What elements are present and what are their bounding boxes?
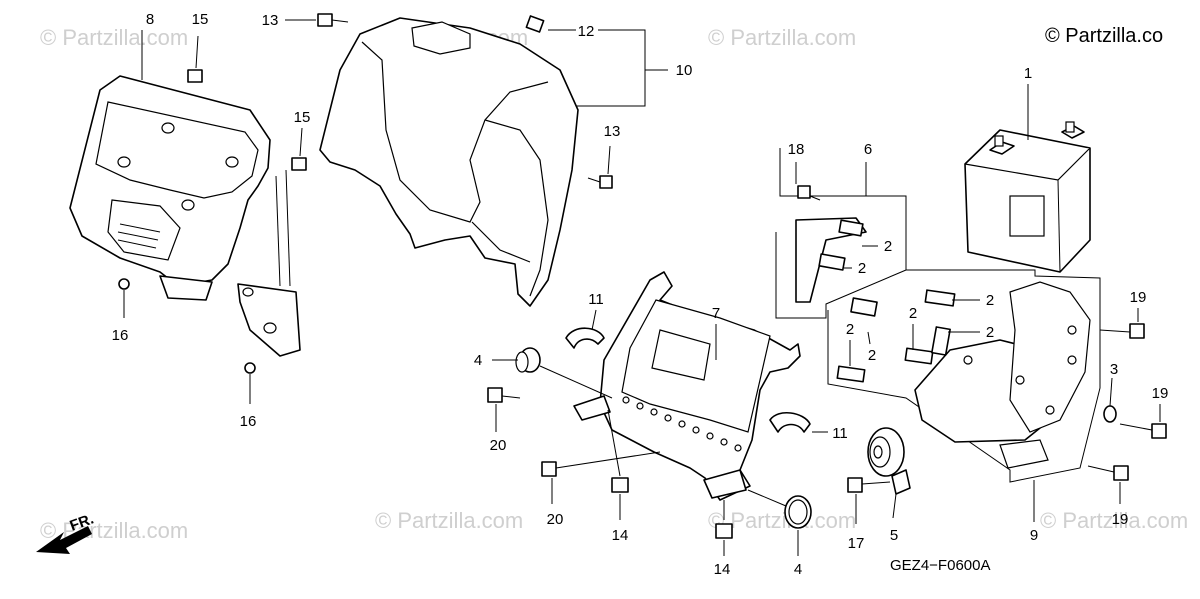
horn-5 [867,427,911,519]
callout-5: 5 [890,527,898,544]
clip-15-side [275,127,307,287]
battery [964,121,1091,273]
nut-14-left [607,409,629,520]
bolt-13-side [587,145,613,189]
copyright-text: © Partzilla.co [1045,25,1163,47]
callout-11: 11 [588,291,604,308]
drawing-code: GEZ4−F0600A [890,557,990,574]
watermark-text: © Partzilla.com [40,25,188,50]
callout-2g: 2 [868,347,876,364]
callout-19b: 19 [1152,385,1169,402]
grommet-4-lower [747,489,812,556]
watermark-text: © Partzilla.com [1040,508,1188,533]
callout-13b: 13 [604,123,621,140]
main-bracket-7 [573,271,801,501]
bolt-19-mid [1119,404,1167,439]
clip-15-top [187,35,203,83]
bolt-17 [847,477,891,524]
callout-14: 14 [612,527,629,544]
callout-15: 15 [192,11,209,28]
bolt-19-top [1099,308,1145,339]
callout-6: 6 [864,141,872,158]
callout-13: 13 [262,12,279,29]
callout-19c: 19 [1112,511,1129,528]
inner-cover [319,15,579,307]
callout-17: 17 [848,535,865,552]
callout-11b: 11 [832,425,848,442]
callout-18: 18 [788,141,805,158]
callout-2b: 2 [858,260,866,277]
bolt-20-lower [541,451,661,504]
callout-4b: 4 [794,561,802,578]
watermark-text: © Partzilla.com [708,25,856,50]
callout-16b: 16 [240,413,257,430]
callout-2d: 2 [986,324,994,341]
bracket-kit-6 [775,148,907,319]
callout-3: 3 [1110,361,1118,378]
screw-16-lower [244,362,256,404]
front-cover-panel [69,75,301,357]
callout-7: 7 [712,305,720,322]
bracket-9 [827,269,1101,483]
bolt-19-low [1087,465,1129,504]
nut-14-right [715,500,733,556]
callout-10: 10 [676,62,693,79]
bracket-holes [622,396,742,452]
washer-3 [1103,377,1117,423]
callout-14b: 14 [714,561,731,578]
bolt-20-upper [487,387,521,432]
callout-20b: 20 [547,511,564,528]
callout-19: 19 [1130,289,1147,306]
grommet-4-upper [492,347,613,399]
callout-20: 20 [490,437,507,454]
clip-11-upper [565,309,605,349]
callout-9: 9 [1030,527,1038,544]
clip-11-lower [769,412,828,433]
callout-16: 16 [112,327,129,344]
callout-12: 12 [578,23,595,40]
watermark-text: © Partzilla.com [375,508,523,533]
callout-1: 1 [1024,65,1032,82]
callout-4: 4 [474,352,482,369]
front-arrow-icon: FR. [36,511,96,554]
callout-2f: 2 [846,321,854,338]
screw-16-upper [118,278,130,318]
callout-2c: 2 [986,292,994,309]
watermarks: © Partzilla.com © Partzilla.com © Partzi… [40,25,1188,543]
callout-8: 8 [146,11,154,28]
callout-2e: 2 [909,305,917,322]
bolt-13-top [285,13,349,27]
callout-2a: 2 [884,238,892,255]
callout-15b: 15 [294,109,311,126]
